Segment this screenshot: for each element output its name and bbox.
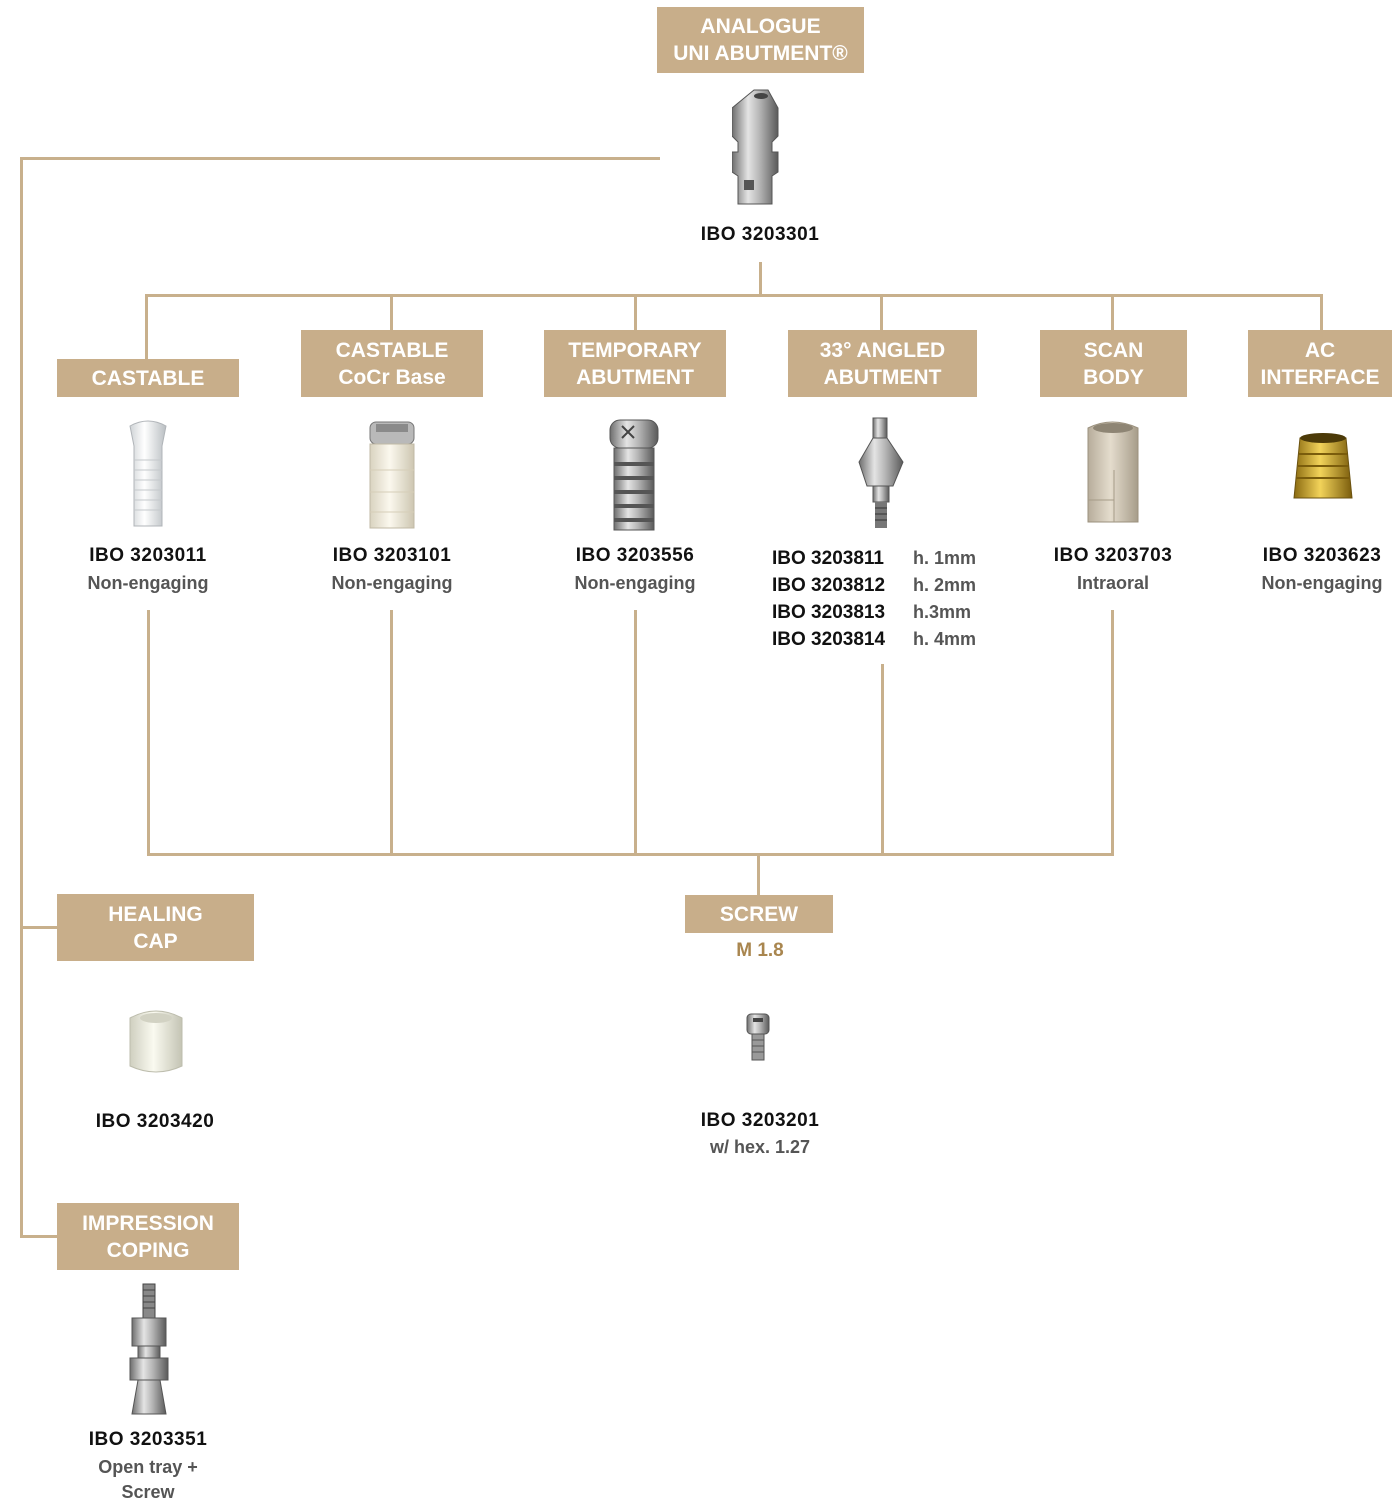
scan-body-header: SCAN BODY	[1040, 330, 1187, 397]
castable-cocr-icon	[369, 421, 415, 529]
variant-height: h. 4mm	[913, 629, 977, 649]
healing-cap-header: HEALING CAP	[57, 894, 254, 961]
castable-icon	[129, 420, 167, 527]
root-header-line1: ANALOGUE	[700, 15, 821, 38]
root-code: IBO 3203301	[700, 224, 820, 245]
variant-row: IBO 3203811 h. 1mm	[772, 545, 976, 572]
castable-header-line1: CASTABLE	[91, 366, 205, 390]
ac-interface-header-line1: AC	[1304, 338, 1336, 362]
variant-row: IBO 3203813 h.3mm	[772, 599, 976, 626]
connector-bottom-bus	[147, 853, 1114, 856]
connector-drop-1	[145, 294, 148, 359]
castable-code: IBO 3203011	[89, 545, 207, 566]
variant-code: IBO 3203811	[772, 548, 884, 569]
connector-rise-5	[1111, 610, 1114, 856]
ac-interface-sub: Non-engaging	[1261, 573, 1383, 593]
impression-coping-sub-1: Open tray +	[98, 1457, 198, 1477]
healing-cap-icon	[129, 1010, 183, 1073]
angled-abutment-variants: IBO 3203811 h. 1mm IBO 3203812 h. 2mm IBO …	[772, 545, 976, 653]
connector-drop-3	[634, 294, 637, 331]
connector-rise-4	[881, 664, 884, 856]
connector-drop-2	[390, 294, 393, 331]
connector-left-trunk	[20, 157, 23, 1238]
connector-screw-drop	[757, 853, 760, 895]
angled-abutment-header-line2: ABUTMENT	[823, 365, 942, 389]
screw-header: SCREW	[685, 895, 833, 933]
healing-cap-header-line2: CAP	[133, 929, 178, 953]
angled-abutment-icon	[858, 417, 904, 528]
castable-cocr-header: CASTABLE CoCr Base	[301, 330, 483, 397]
temporary-abutment-sub: Non-engaging	[574, 573, 696, 593]
connector-drop-6	[1320, 294, 1323, 331]
connector-root-left	[20, 157, 660, 160]
connector-drop-4	[880, 294, 883, 331]
screw-sub: w/ hex. 1.27	[709, 1137, 811, 1157]
temporary-abutment-header-line2: ABUTMENT	[576, 365, 694, 389]
root-header-line2: UNI ABUTMENT®	[673, 42, 848, 65]
connector-rise-2	[390, 610, 393, 856]
impression-coping-sub-2: Screw	[121, 1482, 175, 1502]
temporary-abutment-code: IBO 3203556	[575, 545, 695, 566]
castable-cocr-sub: Non-engaging	[331, 573, 453, 593]
variant-height: h.3mm	[913, 602, 972, 622]
scan-body-sub: Intraoral	[1076, 573, 1150, 593]
variant-height: h. 2mm	[913, 575, 977, 595]
angled-abutment-header-line1: 33° ANGLED	[819, 338, 946, 362]
connector-top-bus	[145, 294, 1323, 297]
temporary-abutment-header: TEMPORARY ABUTMENT	[544, 330, 726, 397]
ac-interface-icon	[1293, 433, 1353, 499]
connector-healing-branch	[20, 926, 58, 929]
healing-cap-code: IBO 3203420	[95, 1111, 215, 1132]
connector-drop-5	[1111, 294, 1114, 331]
impression-coping-code: IBO 3203351	[88, 1429, 208, 1450]
scan-body-icon	[1087, 421, 1139, 523]
root-header: ANALOGUE UNI ABUTMENT®	[657, 7, 864, 73]
variant-code: IBO 3203813	[772, 602, 886, 623]
connector-rise-1	[147, 610, 150, 856]
screw-code: IBO 3203201	[700, 1110, 820, 1131]
castable-sub: Non-engaging	[87, 573, 209, 593]
screw-icon	[746, 1013, 770, 1061]
analogue-icon	[732, 89, 779, 205]
variant-height: h. 1mm	[913, 548, 977, 568]
healing-cap-header-line1: HEALING	[108, 902, 203, 926]
scan-body-header-line1: SCAN	[1083, 338, 1144, 362]
connector-root-down	[759, 262, 762, 297]
ac-interface-header: AC INTERFACE	[1248, 330, 1392, 397]
angled-abutment-header: 33° ANGLED ABUTMENT	[788, 330, 977, 397]
scan-body-code: IBO 3203703	[1053, 545, 1173, 566]
connector-impression-branch	[20, 1235, 58, 1238]
impression-coping-header-line1: IMPRESSION	[82, 1211, 214, 1235]
impression-coping-icon	[129, 1283, 169, 1415]
impression-coping-header-line2: COPING	[106, 1238, 190, 1262]
temporary-abutment-icon	[609, 419, 659, 531]
impression-coping-header: IMPRESSION COPING	[57, 1203, 239, 1270]
screw-header-label: SCREW	[719, 902, 799, 926]
variant-row: IBO 3203814 h. 4mm	[772, 626, 976, 653]
castable-cocr-code: IBO 3203101	[332, 545, 452, 566]
variant-code: IBO 3203814	[772, 629, 886, 650]
connector-rise-3	[634, 610, 637, 856]
castable-cocr-header-line1: CASTABLE	[335, 338, 449, 362]
screw-size: M 1.8	[736, 940, 784, 961]
scan-body-header-line2: BODY	[1083, 365, 1144, 389]
castable-header: CASTABLE	[57, 359, 239, 397]
temporary-abutment-header-line1: TEMPORARY	[568, 338, 702, 362]
ac-interface-code: IBO 3203623	[1262, 545, 1382, 566]
ac-interface-header-line2: INTERFACE	[1260, 365, 1380, 389]
variant-code: IBO 3203812	[772, 575, 886, 596]
variant-row: IBO 3203812 h. 2mm	[772, 572, 976, 599]
castable-cocr-header-line2: CoCr Base	[338, 365, 446, 389]
